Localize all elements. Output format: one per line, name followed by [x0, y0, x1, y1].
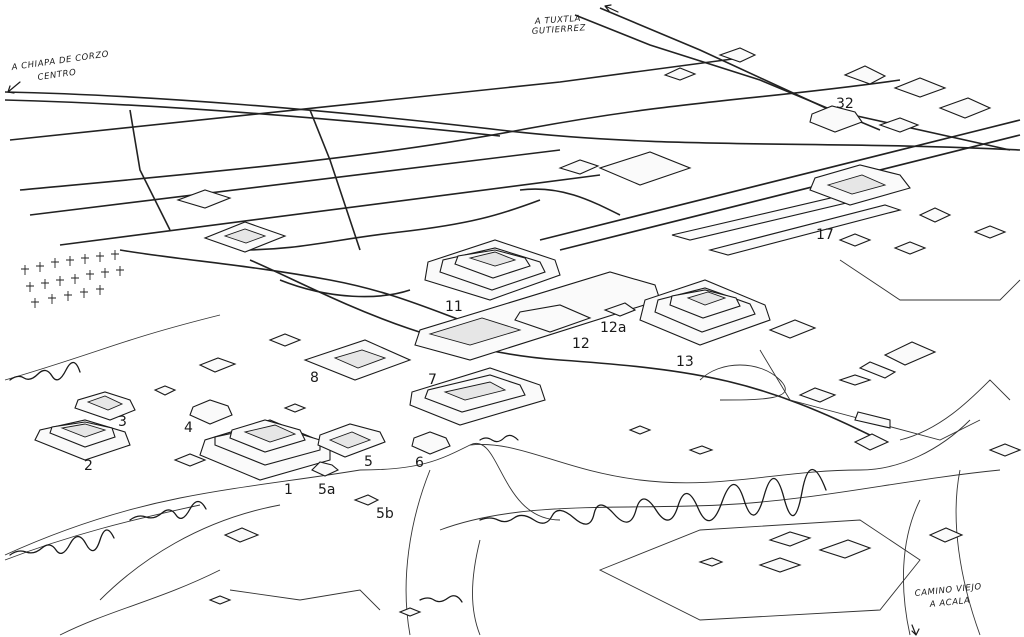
- mound-label-11: 11: [445, 299, 463, 315]
- arrow-icon: [7, 4, 920, 636]
- mound-label-12: 12: [572, 336, 590, 352]
- mound-label-7: 7: [428, 372, 437, 388]
- cemetery-crosses: [21, 250, 124, 308]
- note-camino-line2: A ACALA: [928, 596, 971, 610]
- note-tuxtla-line2: GUTIERREZ: [532, 23, 587, 37]
- note-chiapa-line2: CENTRO: [37, 68, 77, 83]
- note-tuxtla-line1: A TUXTLA: [534, 14, 582, 27]
- mound-label-4: 4: [184, 420, 193, 436]
- mound-label-8: 8: [310, 370, 319, 386]
- road-network: [4, 7, 1021, 441]
- mound-label-2: 2: [84, 458, 93, 474]
- mound-shapes: [34, 47, 1022, 617]
- mound-label-17: 17: [816, 227, 834, 243]
- mound-label-12a: 12a: [600, 320, 626, 336]
- mound-label-5b: 5b: [376, 506, 394, 522]
- mound-label-13: 13: [676, 354, 694, 370]
- mound-label-1: 1: [284, 482, 293, 498]
- mound-label-5: 5: [364, 454, 373, 470]
- mound-label-6: 6: [415, 455, 424, 471]
- note-camino-line1: CAMINO VIEJO: [914, 582, 982, 599]
- mound-label-32: 32: [836, 96, 854, 112]
- terrain-contours: [4, 259, 1021, 636]
- mound-label-3: 3: [118, 414, 127, 430]
- cross-icon: [21, 250, 124, 308]
- mound-label-5a: 5a: [318, 482, 336, 498]
